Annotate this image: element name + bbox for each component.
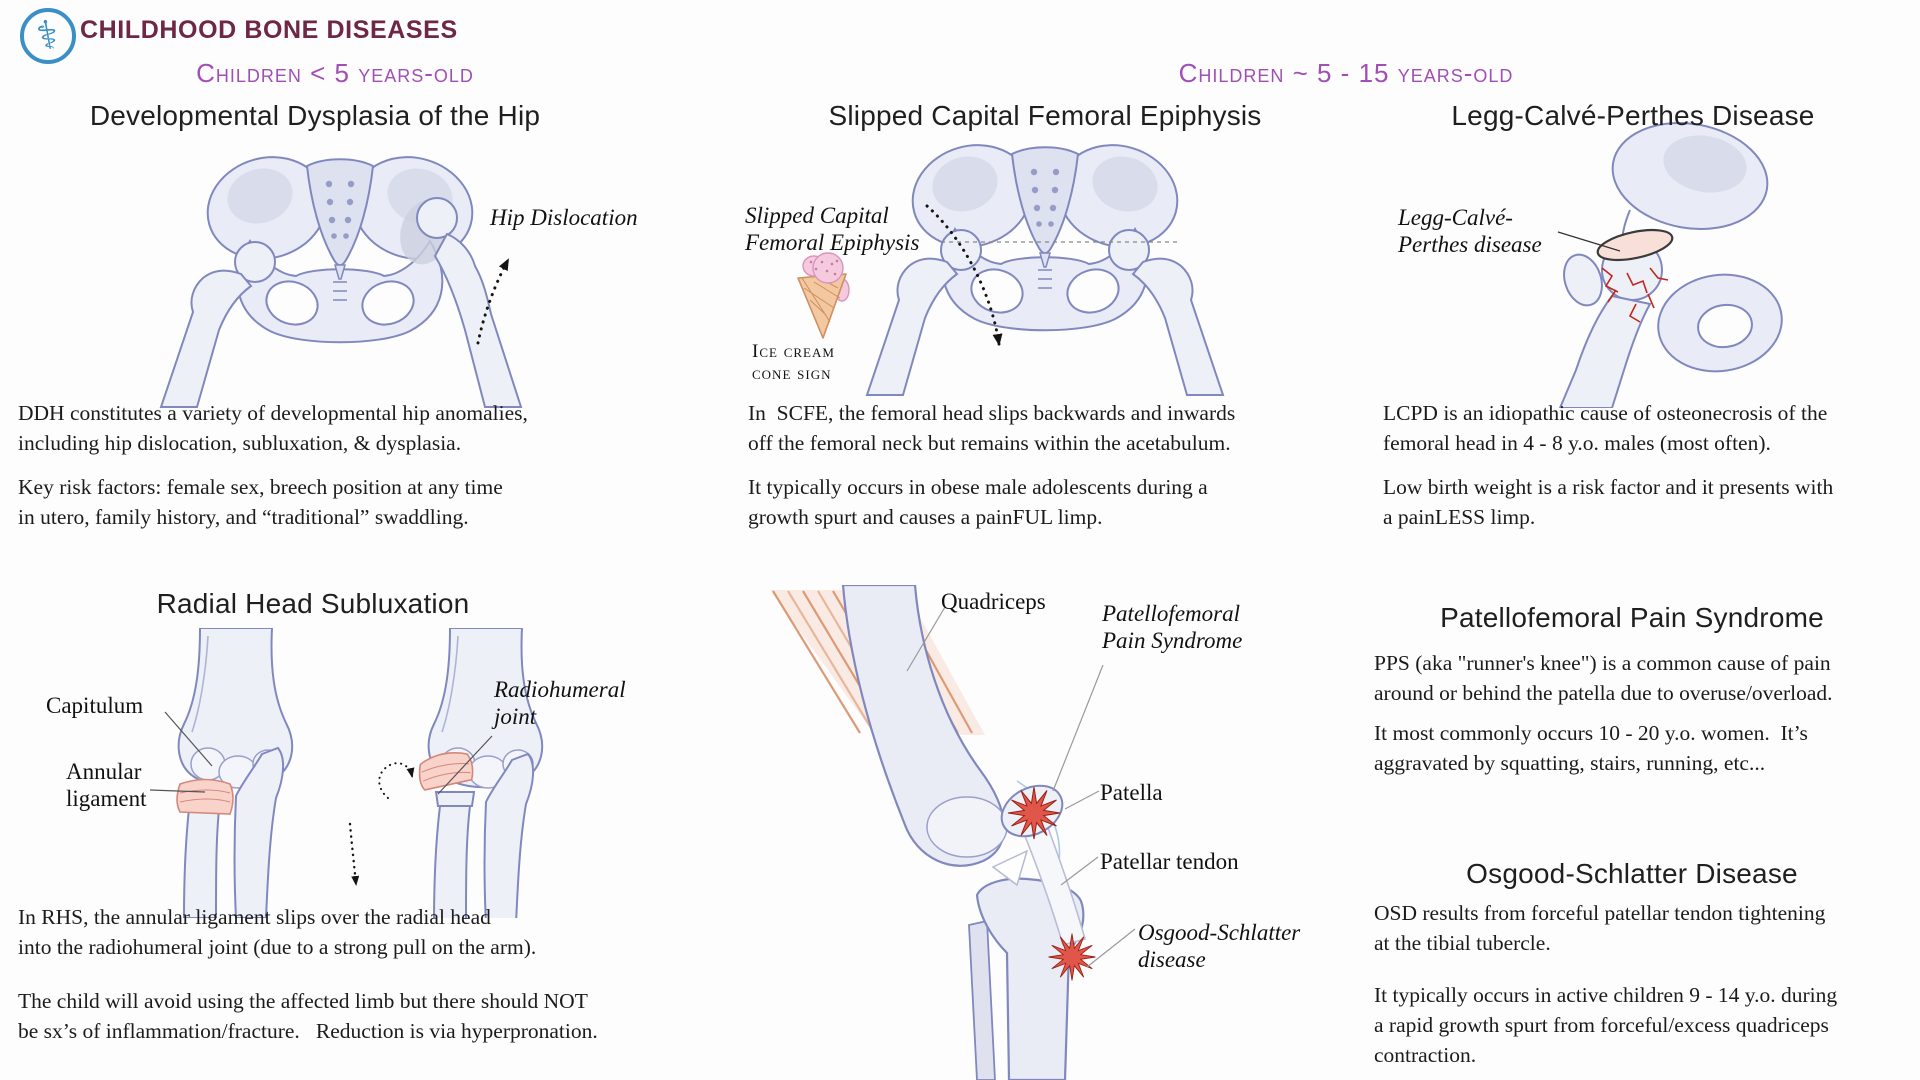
ddh-paragraph-1: DDH constitutes a variety of development…: [18, 401, 528, 455]
patellar-tendon-shape: [1021, 824, 1086, 946]
quadriceps-label: Quadriceps: [941, 589, 1046, 614]
rhs-paragraph-1: In RHS, the annular ligament slips over …: [18, 905, 537, 959]
knee-pointer-lines: [906, 606, 1136, 968]
lcpd-pointer-line: [1557, 231, 1621, 252]
ddh-paragraph-2: Key risk factors: female sex, breech pos…: [18, 475, 503, 529]
patellar-tendon-label: Patellar tendon: [1100, 849, 1239, 874]
patellofemoral-pain-syndrome-callout: Patellofemoral Pain Syndrome: [1102, 601, 1243, 653]
radiohumeral-joint-label: Radiohumeral joint: [494, 677, 626, 729]
age-group-left-label: Children < 5 years-old: [196, 58, 474, 88]
rhs-paragraph-2: The child will avoid using the affected …: [18, 989, 598, 1043]
section-title-lcpd: Legg-Calvé-Perthes Disease: [1451, 100, 1815, 131]
osgood-schlatter-callout: Osgood-Schlatter disease: [1138, 920, 1301, 972]
patella-label: Patella: [1100, 780, 1163, 805]
pps-paragraph-1: PPS (aka "runner's knee") is a common ca…: [1374, 651, 1833, 705]
lcpd-fracture-lines: [1601, 267, 1669, 323]
scfe-paragraph-1: In SCFE, the femoral head slips backward…: [748, 401, 1236, 455]
hip-dislocation-label: Hip Dislocation: [490, 205, 638, 230]
section-title-ddh: Developmental Dysplasia of the Hip: [89, 100, 541, 131]
capitulum-pointer-line: [164, 711, 213, 767]
page-title: CHILDHOOD BONE DISEASES: [80, 16, 458, 44]
lcpd-hip-illustration: [1557, 122, 1783, 408]
ice-cream-cone-sign-caption: Ice cream cone sign: [752, 341, 835, 384]
osgood-schlatter-burst: [1048, 933, 1096, 981]
elbow-illustration: [149, 628, 544, 918]
lcpd-paragraph-2: Low birth weight is a risk factor and it…: [1383, 475, 1834, 529]
ligament-slip-arrow: [378, 762, 415, 799]
annular-pointer-line: [149, 789, 206, 793]
asclepius-staff-icon: ⚕: [33, 11, 63, 61]
section-title-rhs: Radial Head Subluxation: [156, 588, 470, 619]
scfe-paragraph-2: It typically occurs in obese male adoles…: [748, 475, 1208, 529]
annular-ligament-subluxed: [418, 752, 474, 791]
section-title-pps: Patellofemoral Pain Syndrome: [1440, 602, 1824, 633]
logo: ⚕: [20, 8, 76, 64]
capitulum-label: Capitulum: [46, 693, 144, 718]
section-title-scfe: Slipped Capital Femoral Epiphysis: [828, 100, 1262, 131]
hip-dislocation-arrow: [476, 258, 510, 345]
annular-ligament-label: Annular ligament: [66, 759, 147, 811]
annular-ligament-normal: [176, 778, 234, 815]
radiohumeral-pointer-line: [437, 735, 493, 795]
patellofemoral-pain-burst: [1007, 786, 1061, 840]
lcpd-paragraph-1: LCPD is an idiopathic cause of osteonecr…: [1383, 401, 1828, 455]
ddh-pelvis-illustration: [159, 142, 523, 408]
osd-paragraph-2: It typically occurs in active children 9…: [1374, 983, 1838, 1067]
scfe-callout-label: Slipped Capital Femoral Epiphysis: [745, 203, 920, 255]
age-group-right-label: Children ~ 5 - 15 years-old: [1178, 58, 1514, 88]
scfe-pelvis-illustration: [865, 130, 1225, 396]
knee-illustration: [770, 585, 1136, 1080]
section-title-osd: Osgood-Schlatter Disease: [1466, 858, 1798, 889]
lcpd-callout-label: Legg-Calvé- Perthes disease: [1398, 205, 1542, 257]
pps-paragraph-2: It most commonly occurs 10 - 20 y.o. wom…: [1374, 721, 1808, 775]
lcpd-epiphysis-highlight: [1596, 228, 1674, 262]
arm-pull-arrow: [348, 822, 360, 886]
osd-paragraph-1: OSD results from forceful patellar tendo…: [1374, 901, 1826, 955]
ice-cream-cone-icon: [797, 252, 850, 339]
